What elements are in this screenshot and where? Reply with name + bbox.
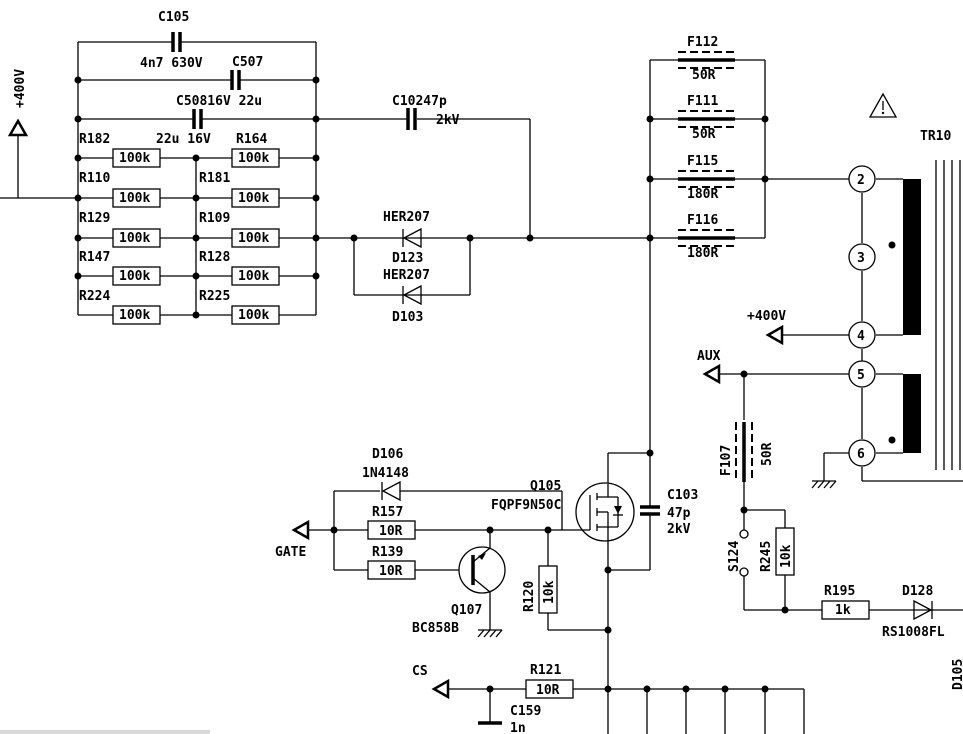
d128-part: RS1008FL [882, 625, 945, 640]
c508-value: 22u 16V [156, 132, 211, 147]
gate-label: GATE [275, 545, 306, 560]
d103-label: D103 [392, 310, 423, 325]
d103-part: HER207 [383, 268, 430, 283]
c103-value1: 47p [667, 506, 691, 521]
r121-label: R121 [530, 663, 561, 678]
tr10-label: TR10 [920, 129, 951, 144]
plus400v-input-left: +400V [0, 69, 78, 199]
d123-label: D123 [392, 251, 423, 266]
pin6-ground [811, 452, 849, 489]
aux-label: AUX [697, 349, 721, 364]
pin-4: 4 [857, 329, 865, 344]
r181-value: 100k [238, 191, 269, 206]
q105-label: Q105 [530, 479, 561, 494]
r157-label: R157 [372, 505, 403, 520]
d128-label: D128 [902, 584, 933, 599]
pin-3: 3 [857, 251, 865, 266]
f107-label: F107 [719, 445, 734, 476]
plus400v-left-label: +400V [13, 69, 28, 108]
r224-label: R224 [79, 289, 110, 304]
r110-label: R110 [79, 171, 110, 186]
c159-value: 1n [510, 721, 526, 734]
cs-label: CS [412, 664, 428, 679]
r139-value: 10R [379, 564, 403, 579]
ferrite-bead-bank [646, 51, 850, 247]
r245-value: 10k [779, 544, 794, 568]
c508-label: C50816V 22u [176, 94, 262, 109]
r129-label: R129 [79, 211, 110, 226]
c105-label: C105 [158, 10, 189, 25]
f115-label: F115 [687, 154, 718, 169]
mosfet-q105 [562, 238, 660, 734]
r120-value: 10k [542, 580, 557, 604]
f111-value: 50R [692, 127, 716, 142]
r182-label: R182 [79, 132, 110, 147]
gate-drive [291, 480, 608, 638]
c159-label: C159 [510, 704, 541, 719]
r121-value: 10R [536, 683, 560, 698]
r245-label: R245 [759, 541, 774, 572]
r129-value: 100k [119, 231, 150, 246]
q107-part: BC858B [412, 621, 459, 636]
pin-6: 6 [857, 447, 865, 462]
f115-value: 180R [687, 187, 718, 202]
r139-label: R139 [372, 545, 403, 560]
f116-value: 180R [687, 246, 718, 261]
r128-label: R128 [199, 250, 230, 265]
plus400v-right-label: +400V [747, 309, 786, 324]
r128-value: 100k [238, 269, 269, 284]
snubber-network [74, 32, 650, 325]
r109-value: 100k [238, 231, 269, 246]
c103-label: C103 [667, 488, 698, 503]
c103-value2: 2kV [667, 522, 691, 537]
f107-value: 50R [760, 442, 775, 466]
r164-label: R164 [236, 132, 267, 147]
r195-label: R195 [824, 584, 855, 599]
transformer-tr10 [848, 92, 963, 482]
r157-value: 10R [379, 524, 403, 539]
d123-part: HER207 [383, 210, 430, 225]
c102-value: 2kV [436, 113, 460, 128]
r164-value: 100k [238, 151, 269, 166]
f111-label: F111 [687, 94, 718, 109]
r224-value: 100k [119, 308, 150, 323]
r195-value: 1k [835, 603, 851, 618]
scrollbar-hint [0, 730, 210, 734]
pin-2: 2 [857, 173, 865, 188]
q105-part: FQPF9N50C [491, 498, 561, 513]
s124-label: S124 [727, 541, 742, 572]
diodes-d123-d103 [350, 227, 534, 306]
d106-part: 1N4148 [362, 466, 409, 481]
f112-value: 50R [692, 68, 716, 83]
d105-label: D105 [951, 659, 963, 690]
ferrite-f107 [735, 422, 963, 621]
r225-label: R225 [199, 289, 230, 304]
r182-value: 100k [119, 151, 150, 166]
q107-label: Q107 [451, 603, 482, 618]
f112-label: F112 [687, 35, 718, 50]
c102-label: C10247p [392, 94, 447, 109]
r147-value: 100k [119, 269, 150, 284]
aux-output [702, 363, 849, 420]
pin-5: 5 [857, 368, 865, 383]
d106-label: D106 [372, 447, 403, 462]
current-sense [431, 678, 805, 734]
r120-label: R120 [522, 581, 537, 612]
c105-value: 4n7 630V [140, 56, 203, 71]
r225-value: 100k [238, 308, 269, 323]
r109-label: R109 [199, 211, 230, 226]
plus400v-right [765, 324, 849, 346]
c507-label: C507 [232, 55, 263, 70]
r147-label: R147 [79, 250, 110, 265]
r110-value: 100k [119, 191, 150, 206]
f116-label: F116 [687, 213, 718, 228]
r181-label: R181 [199, 171, 230, 186]
